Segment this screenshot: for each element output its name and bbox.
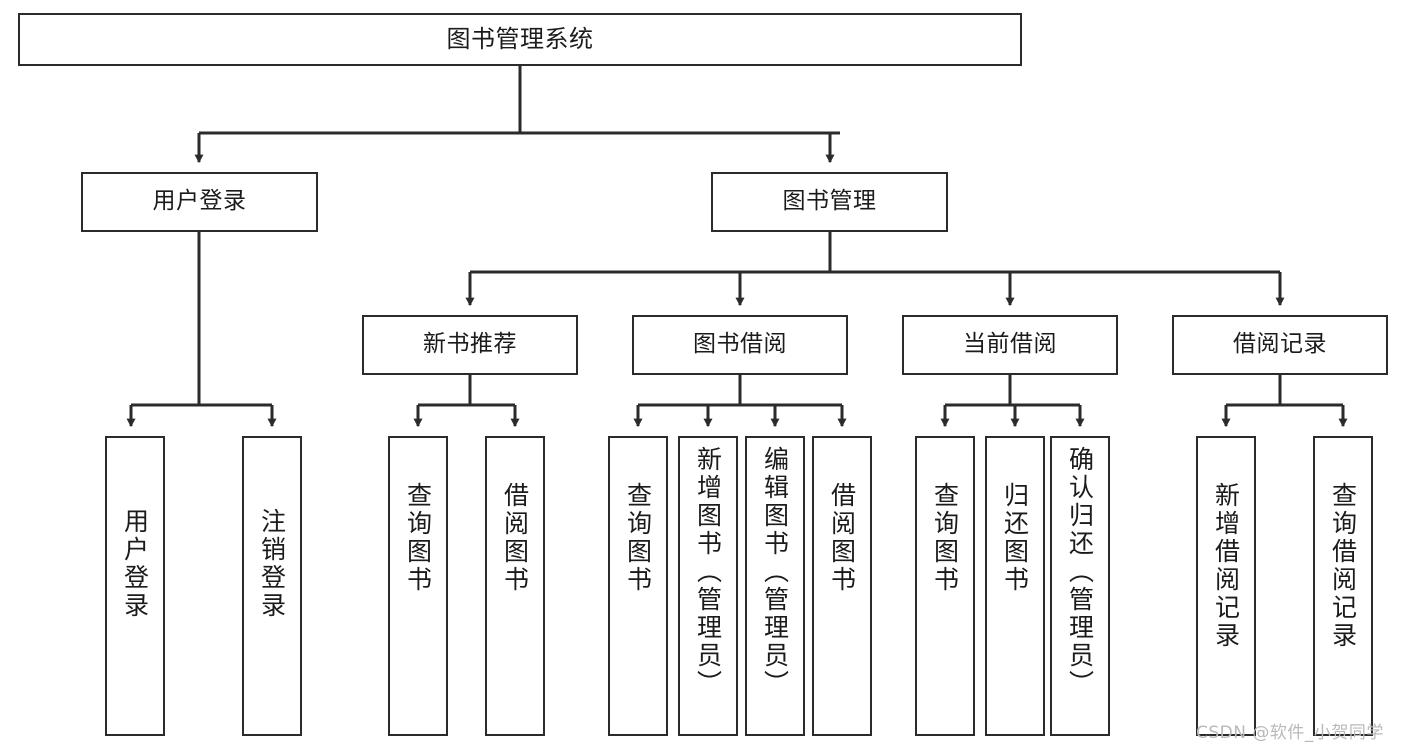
- node-user-login[interactable]: 用户登录: [81, 172, 318, 232]
- node-leaf-edit-book[interactable]: 编辑图书（管理员）: [745, 436, 805, 736]
- node-leaf-add-record[interactable]: 新增借阅记录: [1196, 436, 1256, 736]
- node-leaf-query-book-rec[interactable]: 查询图书: [388, 436, 448, 736]
- node-book-management[interactable]: 图书管理: [711, 172, 948, 232]
- node-leaf-user-logout-label: 注销登录: [257, 508, 287, 620]
- node-leaf-return-book[interactable]: 归还图书: [985, 436, 1045, 736]
- node-leaf-borrow-book-brw-label: 借阅图书: [827, 482, 857, 594]
- node-leaf-query-book-rec-label: 查询图书: [403, 482, 433, 594]
- node-new-book-recommend-label: 新书推荐: [423, 331, 517, 358]
- node-leaf-confirm-return[interactable]: 确认归还（管理员）: [1050, 436, 1110, 736]
- node-book-management-label: 图书管理: [782, 188, 877, 215]
- node-leaf-query-book-brw-label: 查询图书: [623, 482, 653, 594]
- node-leaf-user-logout[interactable]: 注销登录: [242, 436, 302, 736]
- node-leaf-edit-book-label: 编辑图书（管理员）: [760, 446, 790, 698]
- node-leaf-query-book-brw[interactable]: 查询图书: [608, 436, 668, 736]
- node-leaf-user-login[interactable]: 用户登录: [105, 436, 165, 736]
- node-root[interactable]: 图书管理系统: [18, 13, 1022, 66]
- node-current-borrow-label: 当前借阅: [963, 331, 1057, 358]
- node-book-borrow[interactable]: 图书借阅: [632, 315, 848, 375]
- node-leaf-query-book-cur-label: 查询图书: [930, 482, 960, 594]
- node-leaf-borrow-book-rec-label: 借阅图书: [500, 482, 530, 594]
- node-leaf-borrow-book-brw[interactable]: 借阅图书: [812, 436, 872, 736]
- node-leaf-user-login-label: 用户登录: [120, 508, 150, 620]
- node-root-label: 图书管理系统: [446, 25, 594, 54]
- node-new-book-recommend[interactable]: 新书推荐: [362, 315, 578, 375]
- node-leaf-borrow-book-rec[interactable]: 借阅图书: [485, 436, 545, 736]
- node-leaf-return-book-label: 归还图书: [1000, 482, 1030, 594]
- node-borrow-record-label: 借阅记录: [1233, 331, 1327, 358]
- node-borrow-record[interactable]: 借阅记录: [1172, 315, 1388, 375]
- node-leaf-query-record-label: 查询借阅记录: [1328, 482, 1358, 650]
- node-user-login-label: 用户登录: [152, 188, 247, 215]
- node-leaf-query-book-cur[interactable]: 查询图书: [915, 436, 975, 736]
- node-book-borrow-label: 图书借阅: [693, 331, 787, 358]
- watermark-text: CSDN @软件_小贺同学: [1196, 723, 1384, 743]
- node-leaf-add-record-label: 新增借阅记录: [1211, 482, 1241, 650]
- node-leaf-query-record[interactable]: 查询借阅记录: [1313, 436, 1373, 736]
- node-current-borrow[interactable]: 当前借阅: [902, 315, 1118, 375]
- node-leaf-add-book[interactable]: 新增图书（管理员）: [678, 436, 738, 736]
- node-leaf-add-book-label: 新增图书（管理员）: [693, 446, 723, 698]
- node-leaf-confirm-return-label: 确认归还（管理员）: [1065, 446, 1095, 698]
